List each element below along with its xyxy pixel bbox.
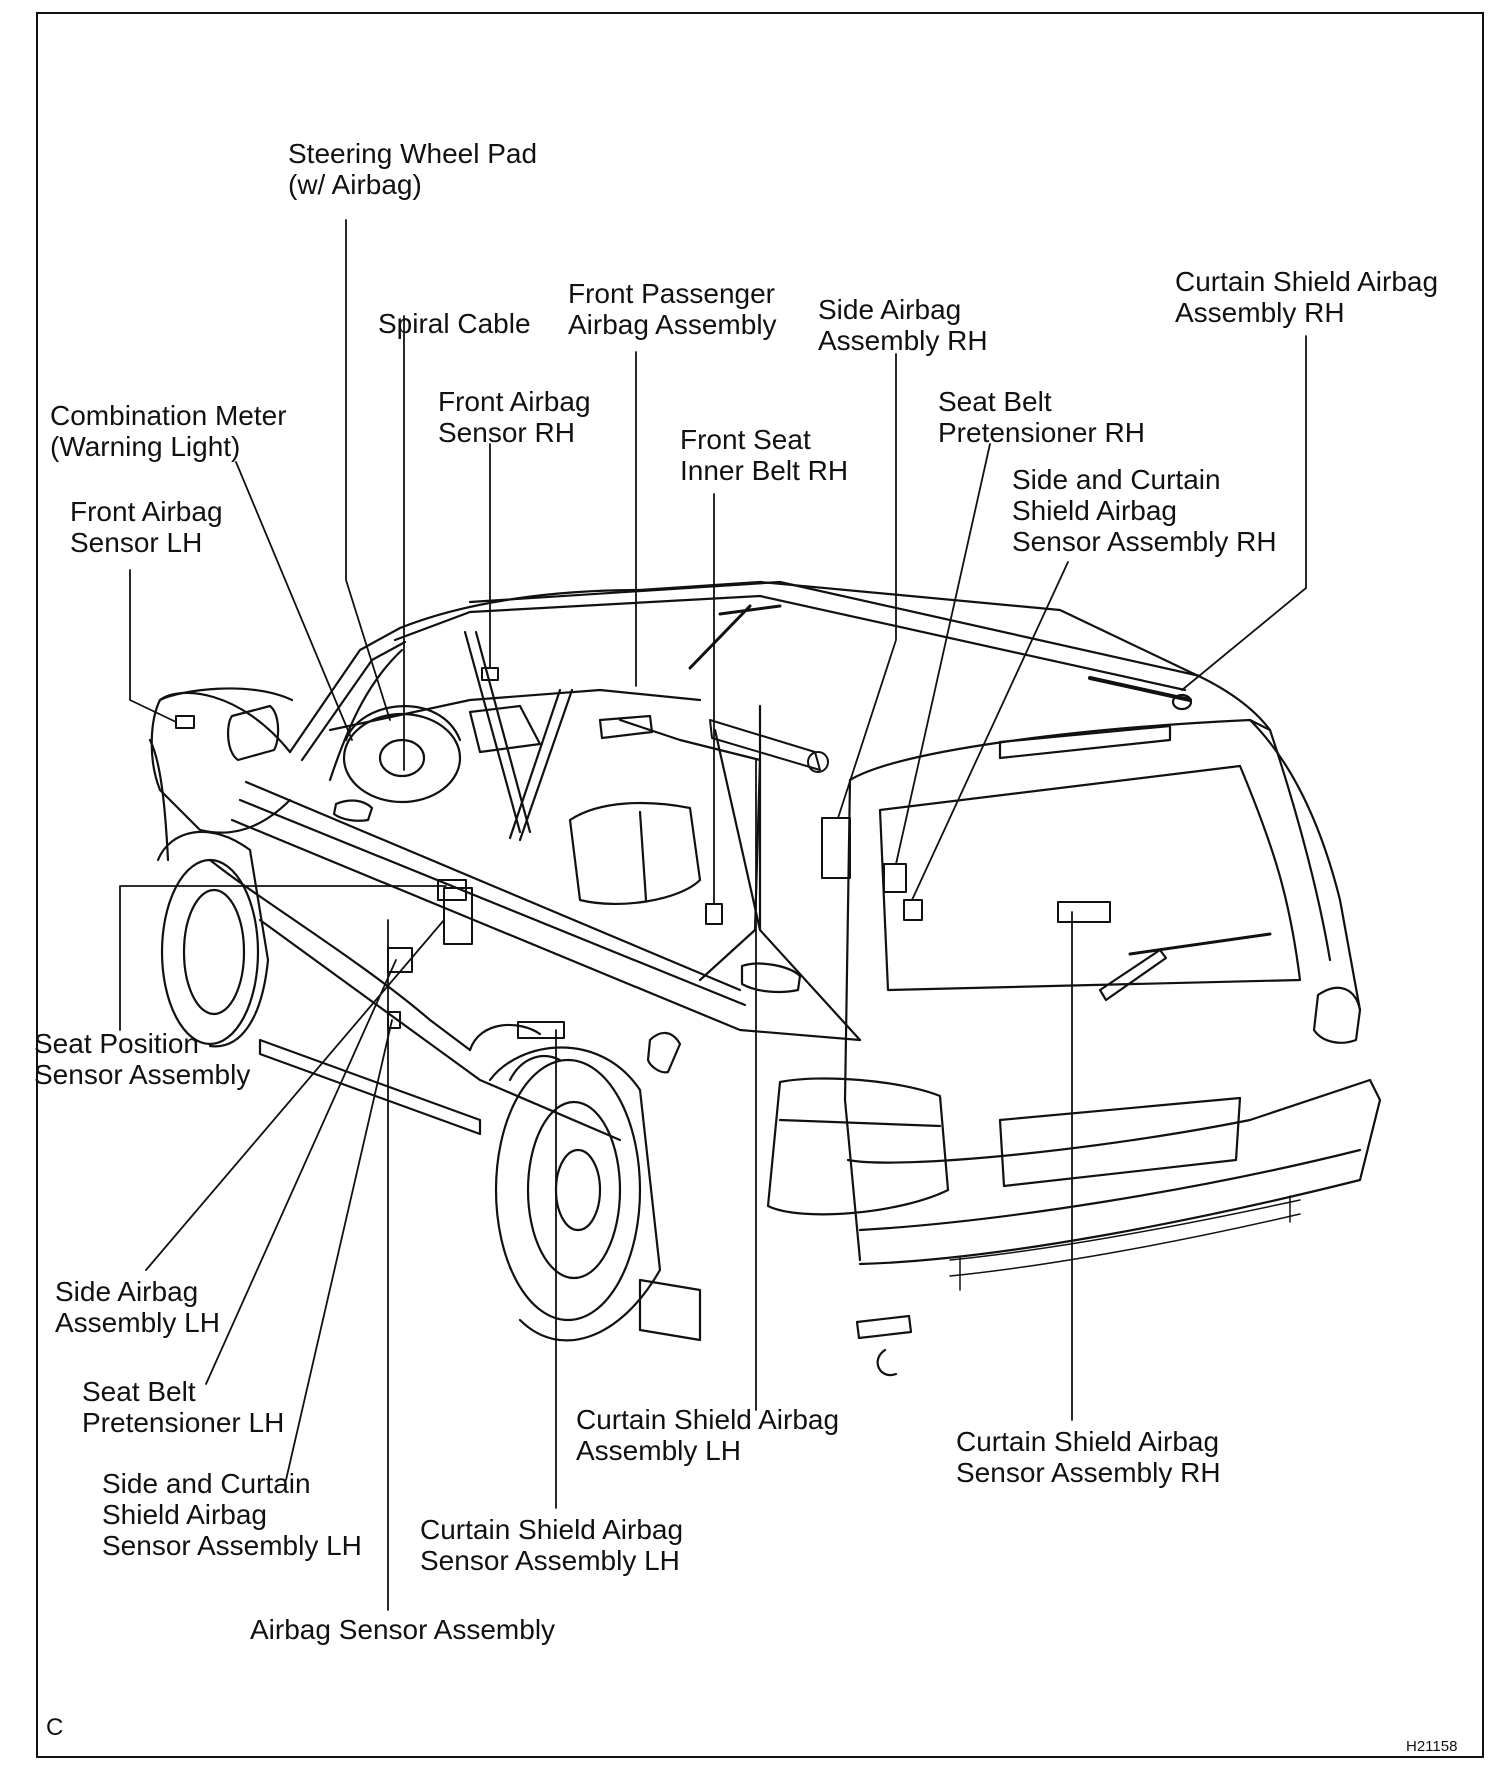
side-airbag-rh-marker: [821, 817, 851, 879]
curtain-sensor-rh-marker: [1057, 901, 1111, 923]
side-curtain-sensor-rh-marker: [903, 899, 923, 921]
front-airbag-sensor-rh-marker: [481, 667, 499, 681]
front-seat-inner-belt-rh-marker: [705, 903, 723, 925]
front-passenger-airbag-marker: [709, 719, 821, 771]
curtain-sensor-lh-marker: [517, 1021, 565, 1039]
seat-position-sensor-marker: [437, 879, 467, 901]
component-markers: [175, 667, 1111, 1039]
label-spiral-cable: Spiral Cable: [378, 308, 531, 339]
label-airbag-sensor-assembly: Airbag Sensor Assembly: [250, 1614, 556, 1645]
label-steering-wheel-pad: Steering Wheel Pad(w/ Airbag): [288, 138, 538, 200]
figure-code: H21158: [1406, 1738, 1458, 1755]
label-combination-meter: Combination Meter(Warning Light): [50, 400, 287, 462]
vehicle-body: [148, 580, 1382, 1377]
airbag-sensor-assembly-marker: [443, 887, 473, 945]
corner-letter: C: [46, 1714, 64, 1741]
leader-lines: [119, 219, 1307, 1611]
front-airbag-sensor-lh-marker: [175, 715, 195, 729]
seat-belt-pretensioner-rh-marker: [883, 863, 907, 893]
